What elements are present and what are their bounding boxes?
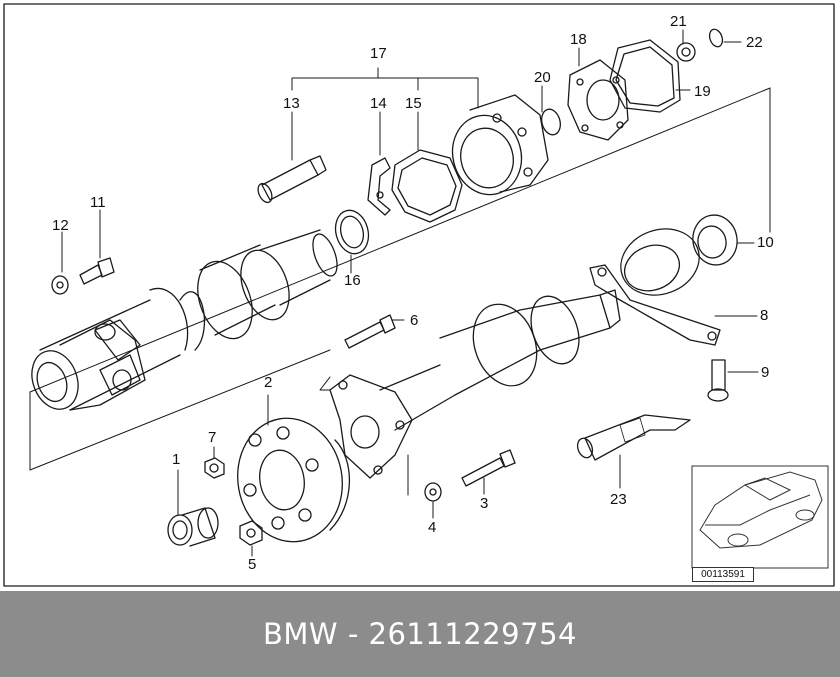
callout-14: 14: [370, 95, 387, 112]
hose-clamp-16: [334, 209, 370, 255]
center-bearing-8: [589, 228, 721, 346]
washer-4: [424, 482, 442, 502]
guide-line-bottom: [29, 349, 331, 471]
callout-20: 20: [534, 69, 551, 86]
flex-disc-2: [237, 417, 351, 543]
bolt-11: [79, 257, 115, 285]
cv-joint-17: [451, 94, 549, 196]
callout-6: 6: [410, 312, 419, 329]
diagram-border: [3, 3, 835, 587]
callout-17: 17: [370, 45, 387, 62]
grease-tube-23: [576, 414, 691, 461]
guide-line-top: [29, 87, 771, 393]
lock-plate-14: [367, 157, 391, 216]
callout-1: 1: [172, 451, 181, 468]
washer-12: [51, 275, 69, 295]
callout-22: 22: [746, 34, 763, 51]
bolt-9: [707, 359, 729, 402]
car-inset-thumbnail: [691, 465, 829, 569]
sleeve-1: [167, 507, 219, 547]
callout-19: 19: [694, 83, 711, 100]
callout-21: 21: [670, 13, 687, 30]
universal-joint: [31, 319, 146, 411]
callout-5: 5: [248, 556, 257, 573]
rear-shaft: [379, 289, 621, 431]
callout-11: 11: [90, 194, 106, 211]
bolt-13: [257, 155, 327, 204]
callout-7: 7: [208, 429, 217, 446]
flange-yoke: [329, 374, 413, 479]
circlip-22: [708, 28, 724, 48]
callout-9: 9: [761, 364, 770, 381]
gasket-19-inner: [615, 46, 675, 107]
gasket-19: [609, 39, 681, 113]
callout-2: 2: [264, 374, 273, 391]
seal-10: [692, 214, 738, 266]
callout-3: 3: [480, 495, 489, 512]
driveshaft-drawing: [3, 3, 835, 587]
callout-10: 10: [757, 234, 774, 251]
gasket-15: [391, 149, 463, 223]
nut-7: [204, 457, 225, 479]
callout-12: 12: [52, 217, 69, 234]
nut-5: [239, 520, 263, 546]
callout-16: 16: [344, 272, 361, 289]
leader-lines: [61, 29, 759, 557]
part-number-caption: BMW - 26111229754: [263, 617, 577, 651]
footer-caption-bar: BMW - 26111229754: [0, 591, 840, 677]
washer-12-hole: [56, 281, 64, 289]
washer-4-hole: [429, 488, 437, 496]
bolt-6: [344, 314, 396, 349]
diagram-reference-number: 00113591: [692, 567, 754, 582]
cover-18: [567, 59, 629, 141]
callout-23: 23: [610, 491, 627, 508]
callout-15: 15: [405, 95, 422, 112]
callout-13: 13: [283, 95, 300, 112]
callout-4: 4: [428, 519, 437, 536]
exploded-parts-diagram: 1 2 3 4 5 6 7 8 9 10 11 12 13 14 15 16 1…: [3, 3, 835, 587]
callout-8: 8: [760, 307, 769, 324]
circlip-20: [541, 108, 561, 136]
nut-21: [676, 42, 696, 62]
bolt-3: [461, 449, 516, 487]
front-shaft: [39, 229, 338, 411]
callout-18: 18: [570, 31, 587, 48]
